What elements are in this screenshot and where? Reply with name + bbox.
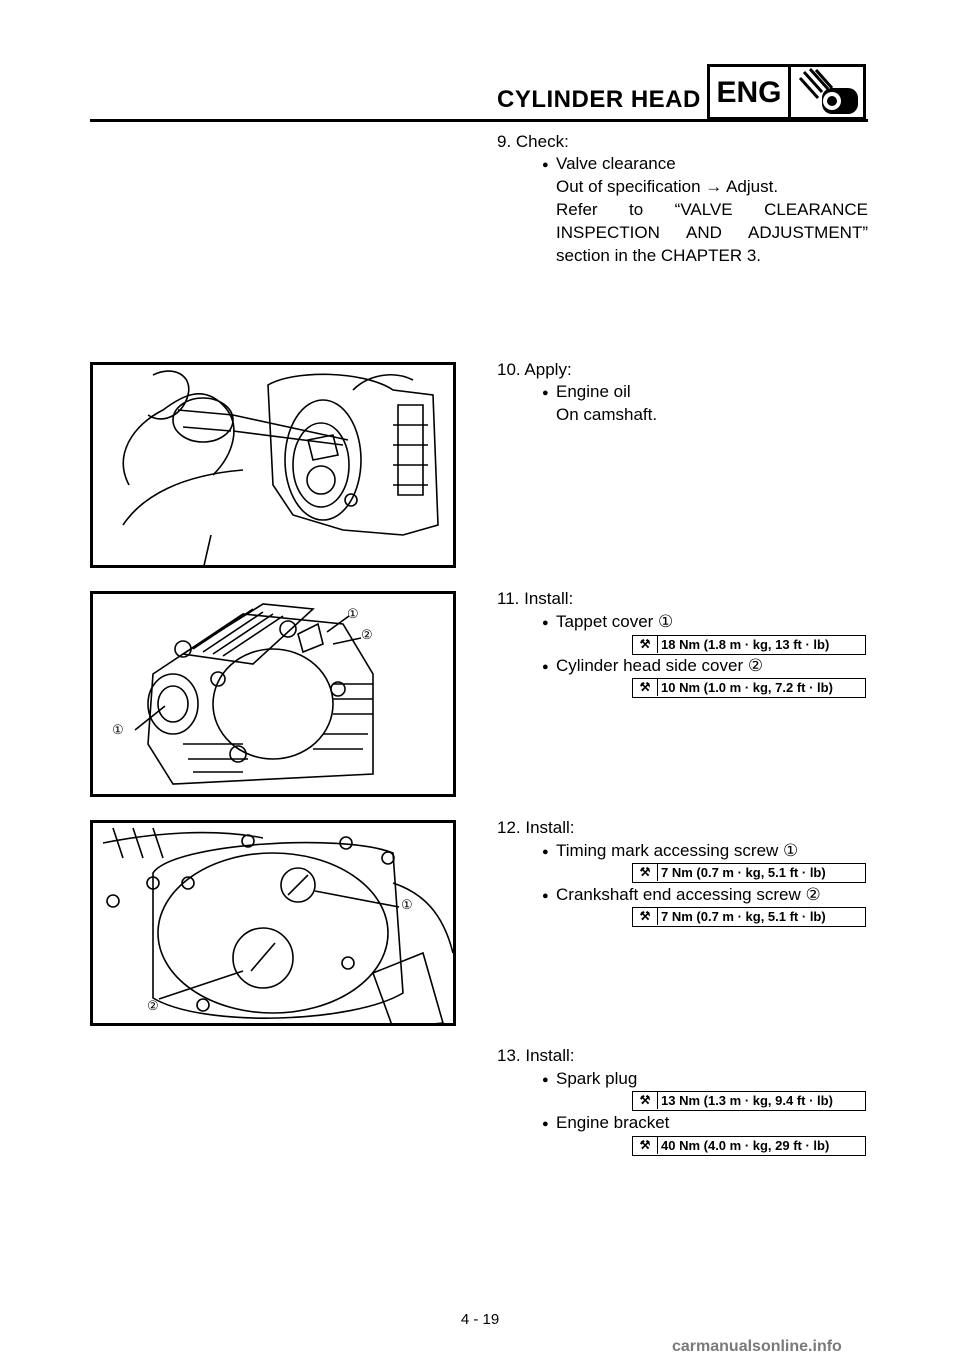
step11-heading: 11. Install: — [497, 589, 574, 608]
step11-item2: Cylinder head side cover ② — [542, 656, 763, 677]
step9-heading: 9. Check: — [497, 132, 569, 151]
eng-badge-label: ENG — [716, 76, 782, 109]
torque-wrench-icon: ⚒ — [633, 864, 658, 881]
torque-spec-engine-bracket: ⚒ 40 Nm (4.0 m · kg, 29 ft · lb) — [632, 1136, 866, 1156]
step10-heading: 10. Apply: — [497, 360, 572, 379]
step12-heading: 12. Install: — [497, 818, 575, 837]
torque-wrench-icon: ⚒ — [633, 679, 658, 696]
figure-apply-oil — [90, 362, 456, 568]
page-title: CYLINDER HEAD — [497, 86, 701, 113]
engine-icon — [794, 66, 864, 123]
torque-wrench-icon: ⚒ — [633, 1137, 658, 1154]
fig2-callout-2: ② — [361, 627, 373, 642]
torque-spec-spark-plug: ⚒ 13 Nm (1.3 m · kg, 9.4 ft · lb) — [632, 1091, 866, 1111]
fig2-callout-1: ① — [347, 606, 359, 621]
step13-item2: Engine bracket — [542, 1113, 669, 1134]
step13-item1: Spark plug — [542, 1069, 637, 1090]
fig3-callout-1: ① — [401, 897, 413, 912]
step9-line2: Refer to “VALVE CLEARANCE — [556, 200, 868, 219]
step10-item: Engine oil — [542, 382, 631, 403]
watermark: carmanualsonline.info — [672, 1338, 842, 1355]
figure-access-screws — [90, 820, 456, 1026]
torque-wrench-icon: ⚒ — [633, 908, 658, 925]
step13-heading: 13. Install: — [497, 1046, 575, 1065]
torque-spec-crankshaft-screw: ⚒ 7 Nm (0.7 m · kg, 5.1 ft · lb) — [632, 907, 866, 927]
step10-note: On camshaft. — [556, 405, 658, 424]
page-number: 4 - 19 — [460, 1311, 500, 1328]
step12-item2: Crankshaft end accessing screw ② — [542, 885, 821, 906]
torque-wrench-icon: ⚒ — [633, 1092, 658, 1109]
step12-item1: Timing mark accessing screw ① — [542, 841, 798, 862]
fig2-callout-3: ① — [112, 722, 124, 737]
step11-item1: Tappet cover ① — [542, 612, 673, 633]
step9-line3: INSPECTION AND ADJUSTMENT” — [556, 223, 868, 242]
torque-spec-tappet-cover: ⚒ 18 Nm (1.8 m · kg, 13 ft · lb) — [632, 635, 866, 655]
eng-badge-divider — [788, 64, 791, 120]
fig3-callout-2: ② — [147, 998, 159, 1013]
header-rule — [90, 119, 868, 122]
step9-line4: section in the CHAPTER 3. — [556, 246, 762, 265]
torque-spec-timing-screw: ⚒ 7 Nm (0.7 m · kg, 5.1 ft · lb) — [632, 863, 866, 883]
step9-line1: Out of specification → Adjust. — [556, 177, 779, 196]
step9-item: Valve clearance — [542, 154, 676, 175]
torque-spec-side-cover: ⚒ 10 Nm (1.0 m · kg, 7.2 ft · lb) — [632, 678, 866, 698]
torque-wrench-icon: ⚒ — [633, 636, 658, 653]
figure-tappet-cover — [90, 591, 456, 797]
